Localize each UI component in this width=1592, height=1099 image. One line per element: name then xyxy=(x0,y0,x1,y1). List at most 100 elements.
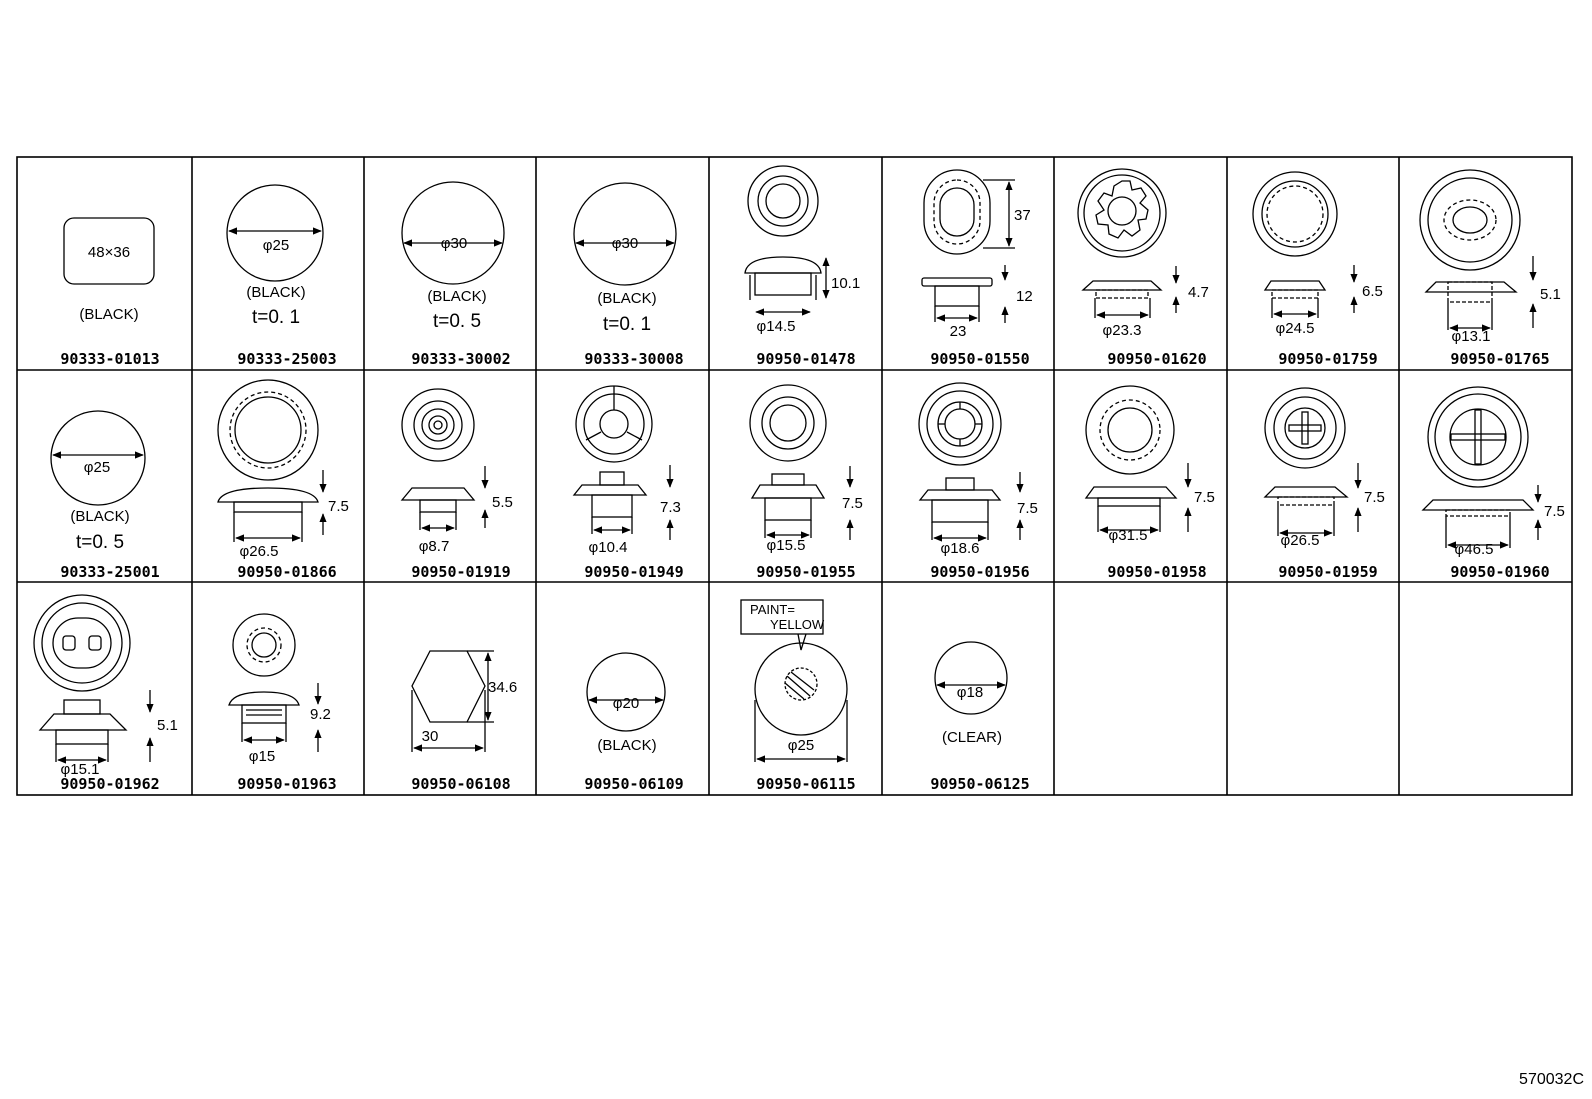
label-width: 30 xyxy=(422,728,439,745)
label-diameter: φ13.1 xyxy=(1452,328,1491,345)
part-number: 90950-01759 xyxy=(1278,350,1377,368)
part-drawing-90950-01962 xyxy=(33,594,154,764)
part-drawing-90950-06109 xyxy=(586,652,666,732)
part-number: 90950-01919 xyxy=(411,563,510,581)
part-drawing-90950-01960 xyxy=(1421,386,1542,549)
part-drawing-90950-01765 xyxy=(1419,169,1537,332)
label-diameter: φ18 xyxy=(957,684,983,701)
part-number: 90950-01959 xyxy=(1278,563,1377,581)
part-drawing-90950-01955 xyxy=(749,384,854,540)
part-number: 90950-01765 xyxy=(1450,350,1549,368)
label-color: (BLACK) xyxy=(79,306,138,323)
label-height: 5.1 xyxy=(157,717,178,734)
part-number: 90950-06108 xyxy=(411,775,510,793)
label-color: (BLACK) xyxy=(597,737,656,754)
part-drawing-90950-01959 xyxy=(1263,387,1362,537)
label-diameter: φ30 xyxy=(612,235,638,252)
label-diameter: φ20 xyxy=(613,695,639,712)
label-height: 6.5 xyxy=(1362,283,1383,300)
part-number: 90333-30002 xyxy=(411,350,510,368)
part-drawing-90950-01919 xyxy=(400,388,489,532)
label-diameter: φ10.4 xyxy=(589,539,628,556)
label-paint-color: YELLOW xyxy=(770,617,825,632)
label-diameter: φ24.5 xyxy=(1276,320,1315,337)
part-drawing-90950-01949 xyxy=(572,385,674,540)
drawing-reference-code: 570032C xyxy=(1519,1071,1584,1088)
part-drawing-90333-25001 xyxy=(50,410,146,506)
part-drawing-90950-01963 xyxy=(228,613,322,752)
part-drawing-90333-01013 xyxy=(63,217,155,285)
label-color: (BLACK) xyxy=(597,290,656,307)
label-height: 10.1 xyxy=(831,275,860,292)
label-thickness: t=0. 5 xyxy=(76,532,124,553)
part-numbers: 90333-01013 90333-25003 90333-30002 9033… xyxy=(60,350,1549,793)
label-height: 7.5 xyxy=(1017,500,1038,517)
part-number: 90333-25001 xyxy=(60,563,159,581)
label-height: 7.5 xyxy=(842,495,863,512)
label-paint: PAINT= xyxy=(750,602,795,617)
label-height: 5.5 xyxy=(492,494,513,511)
part-number: 90333-30008 xyxy=(584,350,683,368)
label-diameter: φ25 xyxy=(84,459,110,476)
label-diameter: φ18.6 xyxy=(941,540,980,557)
part-number: 90950-01963 xyxy=(237,775,336,793)
label-height: 4.7 xyxy=(1188,284,1209,301)
grid-lines xyxy=(16,156,1573,796)
part-drawing-90950-06125 xyxy=(934,641,1008,715)
label-thickness: t=0. 1 xyxy=(252,307,300,328)
part-drawing-90950-01759 xyxy=(1252,171,1358,318)
part-number: 90950-01962 xyxy=(60,775,159,793)
part-number: 90950-01949 xyxy=(584,563,683,581)
label-height: 7.3 xyxy=(660,499,681,516)
label-height: 7.5 xyxy=(1544,503,1565,520)
label-height: 5.1 xyxy=(1540,286,1561,303)
part-drawing-90950-01620 xyxy=(1077,168,1180,319)
part-number: 90950-06109 xyxy=(584,775,683,793)
part-drawing-90950-01958 xyxy=(1084,385,1192,534)
part-drawing-90950-01956 xyxy=(918,382,1024,542)
labels: 48×36 (BLACK) φ25 (BLACK) t=0. 1 φ30 (BL… xyxy=(61,207,1565,778)
label-color: (BLACK) xyxy=(246,284,305,301)
part-number: 90950-01866 xyxy=(237,563,336,581)
part-number: 90950-06115 xyxy=(756,775,855,793)
part-number: 90950-06125 xyxy=(930,775,1029,793)
label-diameter: φ30 xyxy=(441,235,467,252)
label-diameter: φ8.7 xyxy=(419,538,450,555)
label-diameter: φ46.5 xyxy=(1455,541,1494,558)
part-drawing-90333-30008 xyxy=(573,182,677,286)
part-number: 90950-01955 xyxy=(756,563,855,581)
label-diameter: φ26.5 xyxy=(240,543,279,560)
part-drawing-90950-06115 xyxy=(740,599,848,763)
label-height: 34.6 xyxy=(488,679,517,696)
part-number: 90950-01620 xyxy=(1107,350,1206,368)
label-height: 7.5 xyxy=(1194,489,1215,506)
label-diameter: φ25 xyxy=(788,737,814,754)
label-color: (BLACK) xyxy=(427,288,486,305)
label-length: 37 xyxy=(1014,207,1031,224)
part-number: 90950-01478 xyxy=(756,350,855,368)
label-thickness: t=0. 1 xyxy=(603,314,651,335)
part-number: 90333-01013 xyxy=(60,350,159,368)
label-width: 23 xyxy=(950,323,967,340)
label-diameter: φ31.5 xyxy=(1109,527,1148,544)
label-diameter: φ25 xyxy=(263,237,289,254)
label-height: 7.5 xyxy=(328,498,349,515)
label-color: (BLACK) xyxy=(70,508,129,525)
part-number: 90950-01958 xyxy=(1107,563,1206,581)
part-drawing-90333-25003 xyxy=(226,184,324,282)
label-diameter: φ14.5 xyxy=(757,318,796,335)
part-number: 90950-01550 xyxy=(930,350,1029,368)
label-diameter: φ23.3 xyxy=(1103,322,1142,339)
part-drawing-90950-01550 xyxy=(921,169,1015,323)
label-diameter: φ15.1 xyxy=(61,761,100,778)
label-diameter: φ26.5 xyxy=(1281,532,1320,549)
label-diameter: φ15.5 xyxy=(767,537,806,554)
part-number: 90950-01956 xyxy=(930,563,1029,581)
label-height: 7.5 xyxy=(1364,489,1385,506)
part-drawing-90950-01478 xyxy=(744,165,830,316)
part-drawing-90950-01866 xyxy=(217,379,327,542)
label-height: 9.2 xyxy=(310,706,331,723)
label-height: 12 xyxy=(1016,288,1033,305)
label-thickness: t=0. 5 xyxy=(433,311,481,332)
